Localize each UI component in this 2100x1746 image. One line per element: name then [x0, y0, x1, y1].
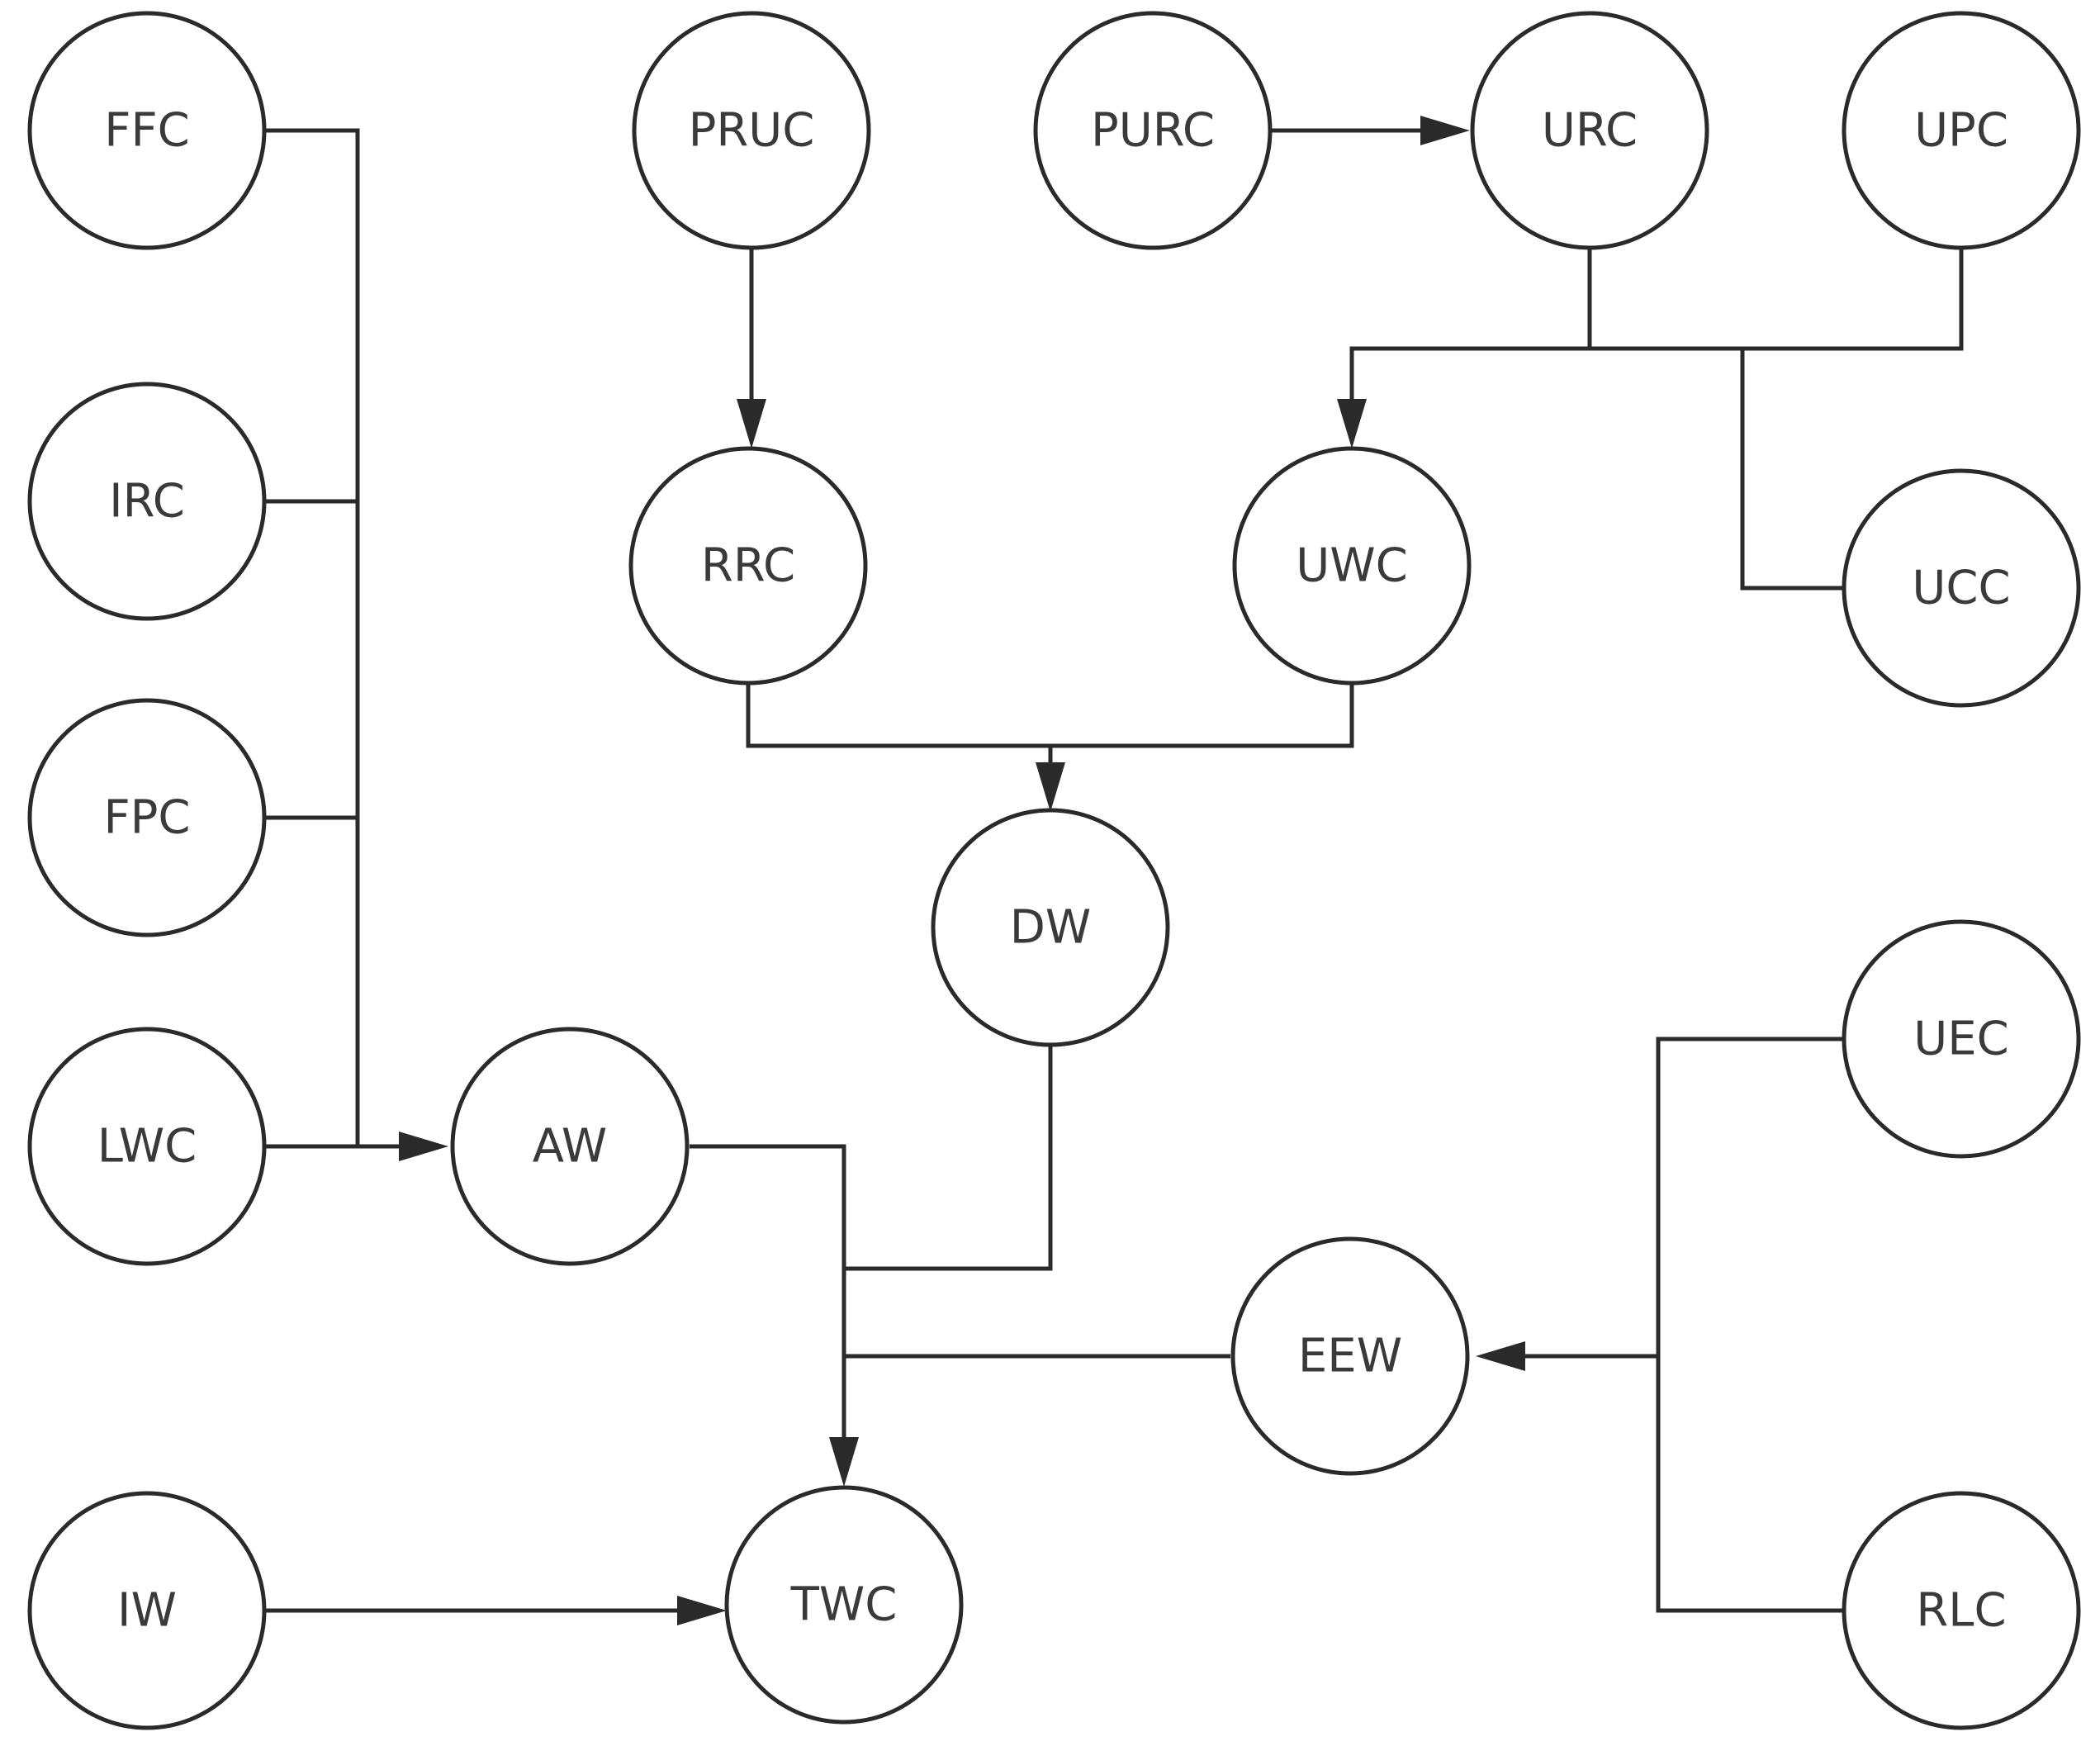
node-lwc: LWC — [27, 1027, 267, 1266]
arrowhead-to-twc — [829, 1437, 859, 1487]
node-rrc: RRC — [628, 446, 868, 686]
connectors — [264, 128, 1964, 1613]
node-pruc: PRUC — [632, 11, 871, 250]
arrowheads — [399, 116, 1525, 1625]
arrowhead-iw-to-twc — [677, 1596, 727, 1625]
edge-uec-bus — [1656, 1037, 1844, 1613]
node-iw: IW — [27, 1491, 267, 1730]
node-label: EEW — [1298, 1330, 1402, 1383]
node-purc: PURC — [1033, 11, 1273, 250]
node-aw: AW — [450, 1027, 690, 1266]
edge-rrc-bus — [746, 681, 1354, 748]
node-uec: UEC — [1842, 919, 2081, 1159]
node-fpc: FPC — [27, 698, 267, 937]
node-uwc: UWC — [1232, 446, 1472, 686]
node-irc: IRC — [27, 382, 267, 621]
node-upc: UPC — [1842, 11, 2081, 250]
edge-aw-bus — [690, 1144, 846, 1437]
node-label: URC — [1542, 104, 1638, 158]
node-label: IW — [117, 1584, 177, 1638]
node-label: AW — [533, 1120, 608, 1174]
node-label: PRUC — [689, 104, 815, 158]
node-label: FFC — [104, 104, 190, 158]
node-label: PURC — [1091, 104, 1215, 158]
edge-dw-bus — [844, 1045, 1053, 1271]
node-label: FPC — [103, 791, 190, 845]
arrowhead-to-urc — [1420, 116, 1470, 145]
node-label: UWC — [1296, 539, 1407, 593]
node-label: LWC — [97, 1120, 197, 1174]
node-eew: EEW — [1230, 1236, 1470, 1476]
node-ucc: UCC — [1842, 468, 2081, 708]
node-label: TWC — [790, 1578, 898, 1632]
node-label: UPC — [1914, 104, 2008, 158]
node-dw: DW — [931, 808, 1170, 1047]
node-urc: URC — [1470, 11, 1709, 250]
node-label: RRC — [701, 539, 795, 593]
edge-upc-bus — [1349, 248, 1964, 410]
arrowhead-to-eew — [1476, 1341, 1525, 1371]
node-label: RLC — [1916, 1584, 2006, 1638]
arrowhead-to-rrc — [737, 399, 766, 448]
edge-ucc-bus — [1740, 349, 1844, 591]
node-rlc: RLC — [1842, 1491, 2081, 1730]
node-label: IRC — [109, 475, 185, 529]
edge-ffc-bus — [264, 128, 360, 1146]
node-twc: TWC — [724, 1485, 964, 1725]
arrowhead-to-dw — [1036, 762, 1065, 812]
arrowhead-to-aw — [399, 1132, 448, 1161]
node-label: UEC — [1913, 1013, 2008, 1066]
node-ffc: FFC — [27, 11, 267, 250]
node-label: DW — [1010, 901, 1092, 955]
node-label: UCC — [1912, 562, 2010, 615]
arrowhead-to-uwc — [1337, 399, 1367, 448]
